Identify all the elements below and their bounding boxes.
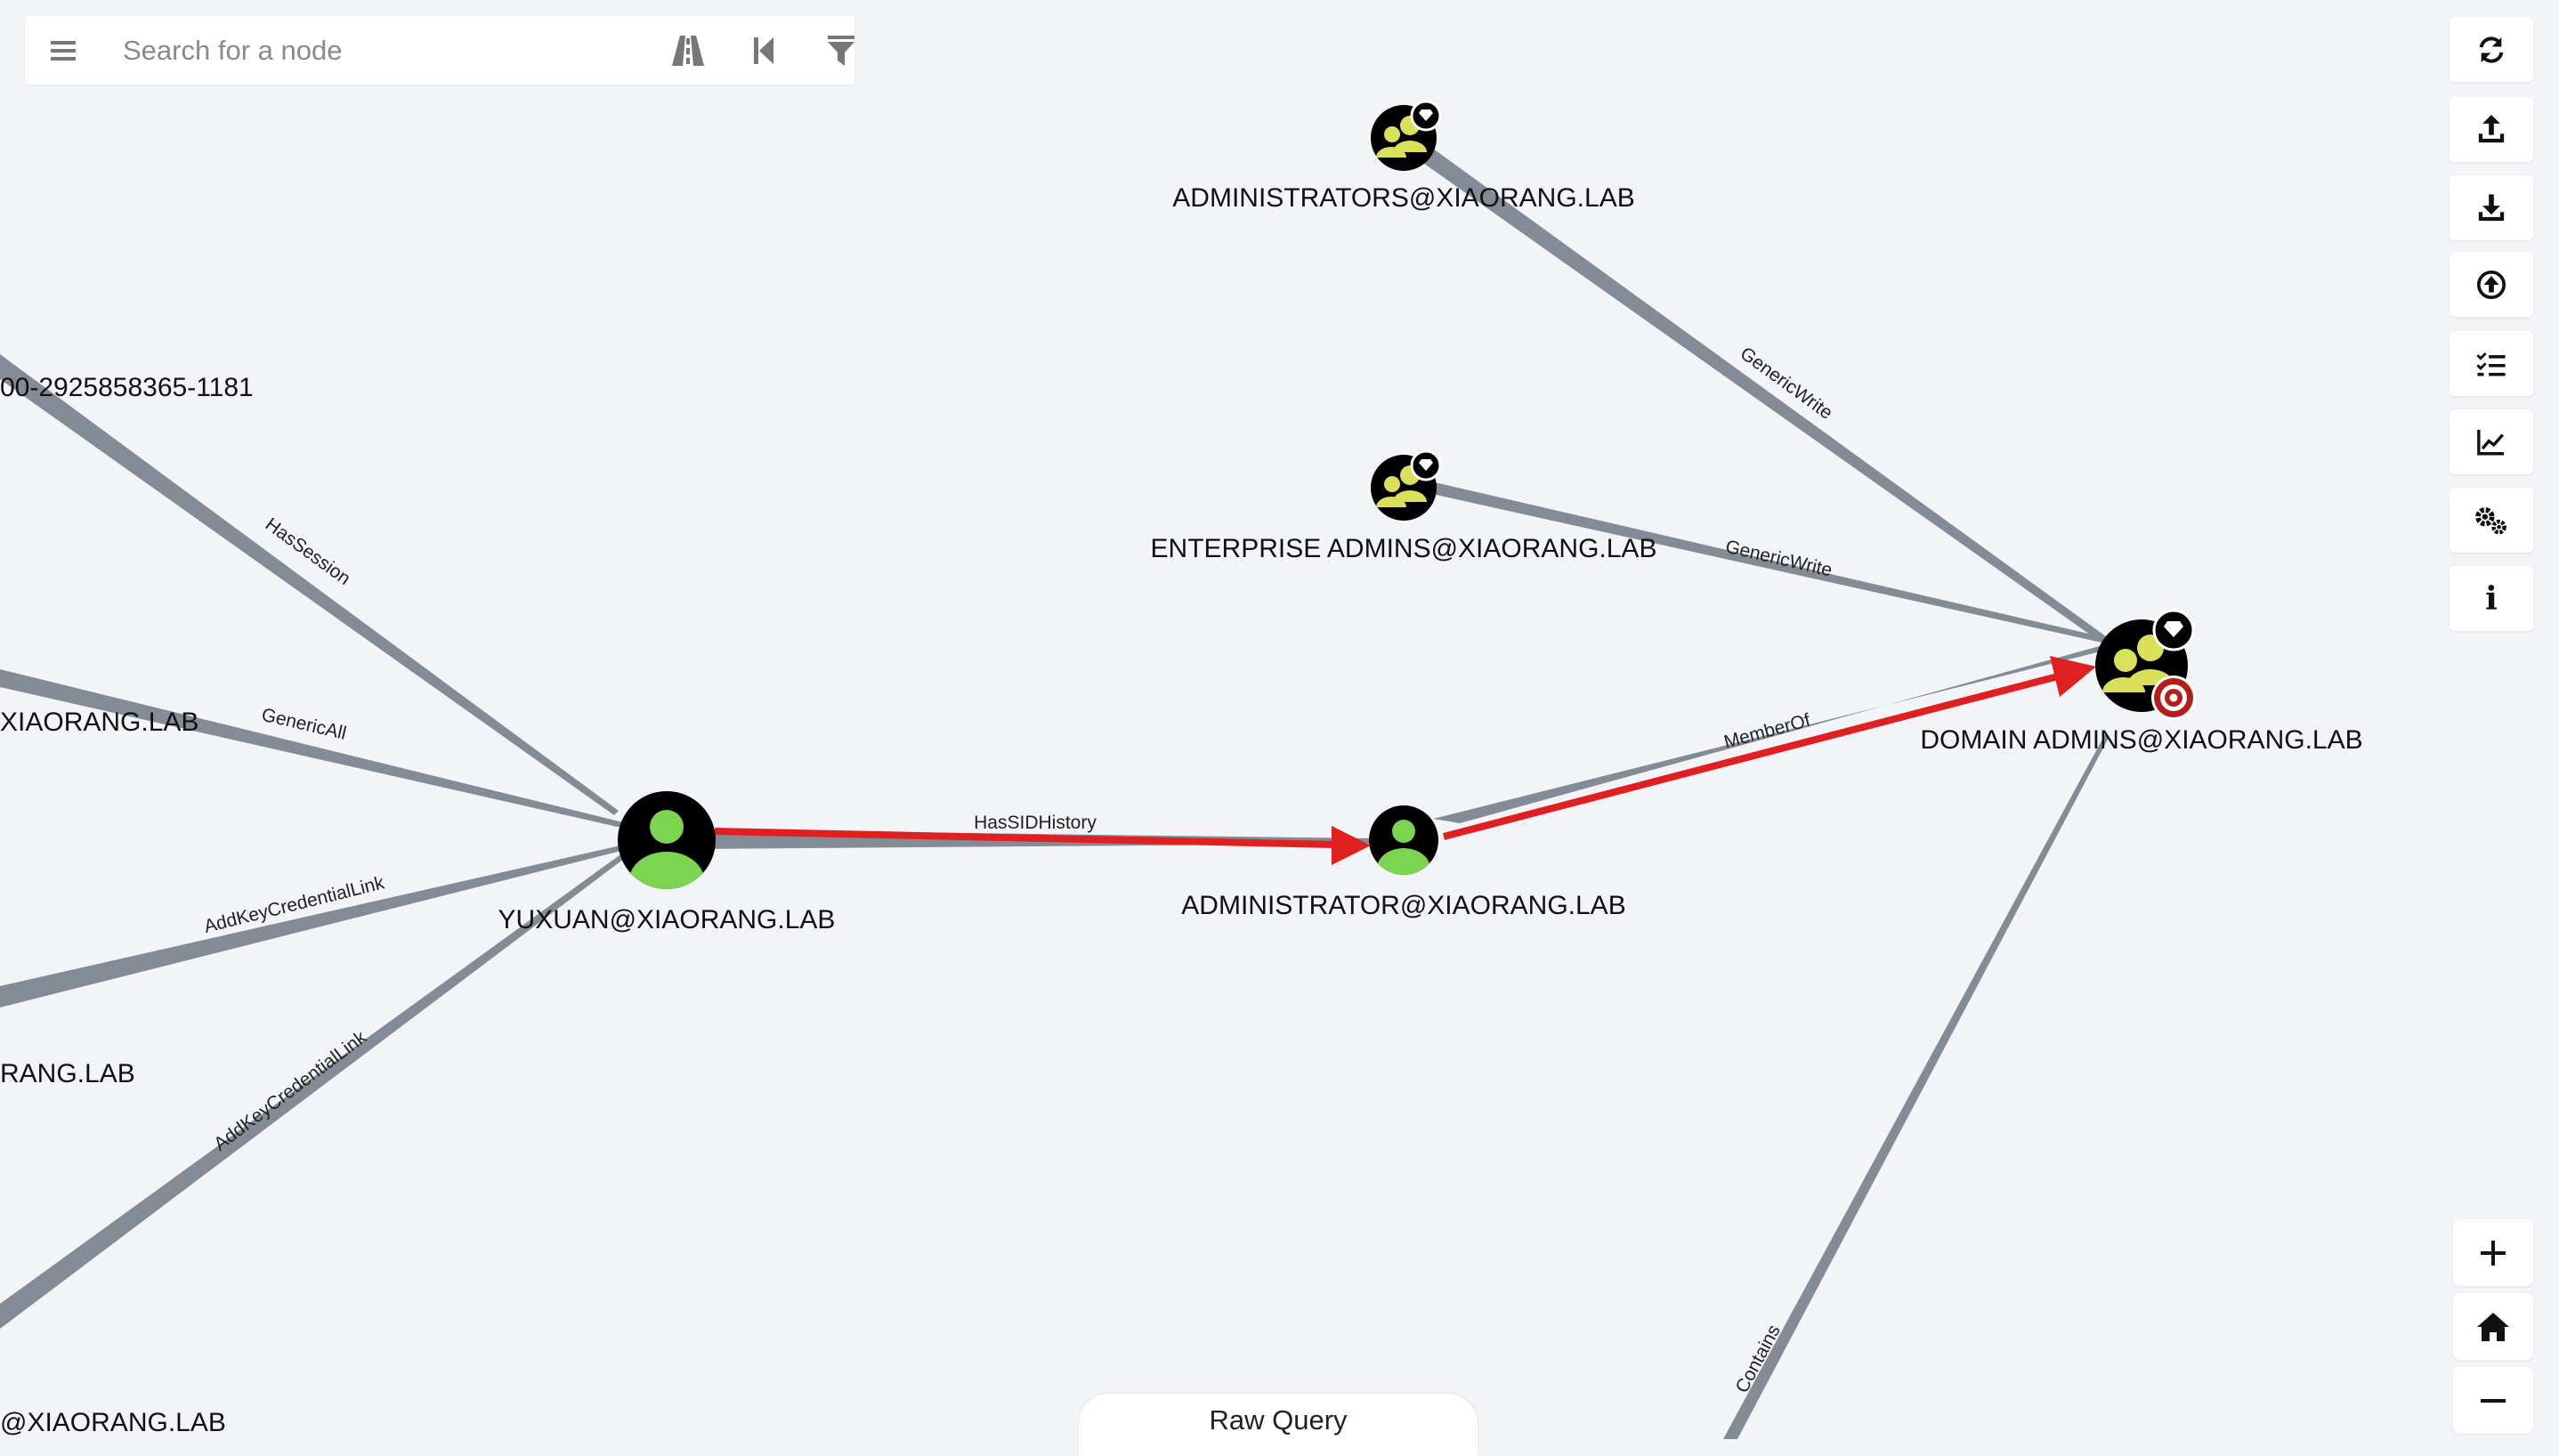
refresh-button[interactable]: [2450, 17, 2533, 82]
node-enterprise-admins[interactable]: [1371, 449, 1442, 521]
node-administrator[interactable]: [1369, 805, 1438, 889]
svg-text:GenericWrite: GenericWrite: [1723, 537, 1834, 581]
node-label: ADMINISTRATOR@XIAORANG.LAB: [1181, 891, 1625, 920]
home-button[interactable]: [2453, 1293, 2533, 1360]
import-icon: [2476, 270, 2506, 299]
edge-contains[interactable]: Contains: [1723, 734, 2109, 1439]
filter-button[interactable]: [810, 16, 872, 85]
home-icon: [2477, 1312, 2509, 1341]
pathfinding-button[interactable]: [657, 16, 719, 85]
info-icon: i: [2485, 579, 2498, 618]
menu-icon: [51, 40, 76, 61]
back-button[interactable]: [733, 16, 795, 85]
group-icon: [2102, 635, 2174, 692]
zoom-in-button[interactable]: [2453, 1219, 2533, 1286]
node-label: DOMAIN ADMINS@XIAORANG.LAB: [1920, 725, 2362, 755]
node-label-partial: RANG.LAB: [0, 1059, 135, 1088]
high-value-badge: [2152, 609, 2195, 651]
high-value-badge: [1410, 449, 1442, 481]
node-yuxuan[interactable]: [618, 791, 716, 909]
node-label-partial: XIAORANG.LAB: [0, 708, 198, 737]
settings-button[interactable]: [2450, 488, 2533, 553]
import-button[interactable]: [2450, 252, 2533, 317]
edge-administrator-to-domain-admins-shadow: [1433, 644, 2108, 823]
queries-button[interactable]: [2450, 331, 2533, 396]
back-icon: [754, 36, 773, 64]
download-icon: [2478, 193, 2505, 221]
info-button[interactable]: i: [2450, 566, 2533, 631]
svg-text:AddKeyCredentialLink: AddKeyCredentialLink: [210, 1027, 370, 1155]
user-icon: [629, 810, 704, 889]
refresh-icon: [2479, 36, 2504, 63]
svg-text:HasSIDHistory: HasSIDHistory: [974, 813, 1097, 833]
zoom-out-icon: [2481, 1398, 2506, 1403]
settings-icon: [2475, 506, 2506, 534]
node-administrators[interactable]: [1371, 100, 1442, 171]
node-label: ADMINISTRATORS@XIAORANG.LAB: [1172, 183, 1634, 213]
queries-icon: [2476, 352, 2506, 376]
node-label: YUXUAN@XIAORANG.LAB: [498, 905, 836, 934]
high-value-badge: [1410, 100, 1442, 132]
node-label-partial: 00-2925858365-1181: [0, 373, 254, 402]
zoom-in-icon: [2481, 1240, 2506, 1266]
node-label-partial: @XIAORANG.LAB: [0, 1408, 226, 1437]
download-button[interactable]: [2450, 175, 2533, 240]
menu-button[interactable]: [25, 16, 101, 85]
edge-hassidhistory[interactable]: HasSIDHistory: [714, 813, 1371, 865]
search-input[interactable]: [101, 23, 593, 77]
target-icon: [2151, 675, 2196, 720]
upload-button[interactable]: [2450, 97, 2533, 162]
user-icon: [1377, 820, 1430, 875]
upload-icon: [2478, 114, 2505, 142]
filter-icon: [828, 35, 854, 66]
group-icon: [1376, 465, 1427, 507]
pathfinding-icon: [672, 35, 704, 66]
raw-query-tab[interactable]: Raw Query: [1079, 1394, 1478, 1456]
node-domain-admins[interactable]: [2095, 609, 2196, 720]
node-label: ENTERPRISE ADMINS@XIAORANG.LAB: [1151, 534, 1657, 563]
chart-icon: [2477, 429, 2505, 455]
raw-query-label: Raw Query: [1209, 1404, 1348, 1436]
search-panel: [25, 16, 854, 85]
zoom-out-button[interactable]: [2453, 1367, 2533, 1434]
group-icon: [1376, 116, 1427, 158]
svg-text:HasSession: HasSession: [262, 514, 354, 589]
chart-button[interactable]: [2450, 409, 2533, 474]
